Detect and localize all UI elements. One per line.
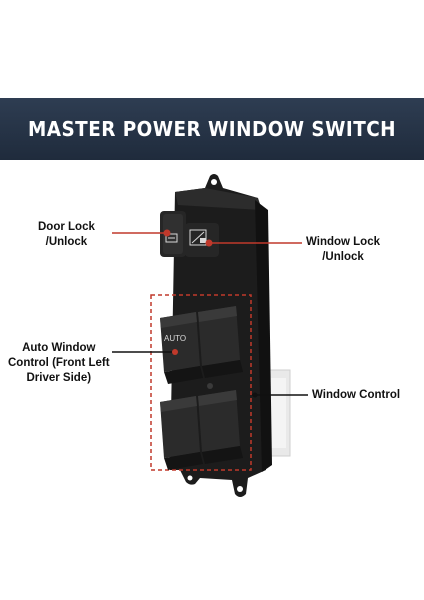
window-lock-pointer [205, 239, 302, 247]
auto-window-highlight [150, 294, 252, 471]
front-right-window-switch[interactable] [198, 306, 243, 378]
auto-window-callout-line3: Driver Side) [26, 372, 92, 384]
auto-window-callout-line2: Control (Front Left [8, 357, 110, 369]
window-lock-callout-line2: /Unlock [322, 251, 364, 263]
front-left-window-switch[interactable] [160, 312, 203, 384]
rear-left-window-switch[interactable] [160, 396, 203, 470]
door-lock-callout-line1: Door Lock [38, 221, 95, 233]
auto-window-callout-line1: Auto Window [22, 342, 96, 354]
window-control-pointer [252, 392, 308, 398]
screw-icon [207, 383, 213, 389]
door-lock-button[interactable] [160, 211, 186, 257]
window-control-callout-line1: Window Control [312, 389, 401, 401]
auto-window-pointer [112, 349, 178, 355]
window-lock-button[interactable] [185, 223, 219, 257]
auto-label: AUTO [164, 334, 186, 343]
door-lock-callout: Door Lock /Unlock [38, 220, 95, 250]
banner-title: MASTER POWER WINDOW SWITCH [27, 117, 397, 141]
window-lock-callout: Window Lock /Unlock [306, 235, 380, 265]
window-lock-callout-line1: Window Lock [306, 236, 381, 248]
title-banner: MASTER POWER WINDOW SWITCH [0, 98, 424, 160]
window-control-callout: Window Control [312, 388, 400, 403]
door-lock-callout-line2: /Unlock [45, 236, 88, 248]
door-lock-pointer [112, 229, 171, 237]
rear-right-window-switch[interactable] [198, 390, 243, 464]
auto-window-callout: Auto Window Control (Front Left Driver S… [8, 341, 110, 386]
